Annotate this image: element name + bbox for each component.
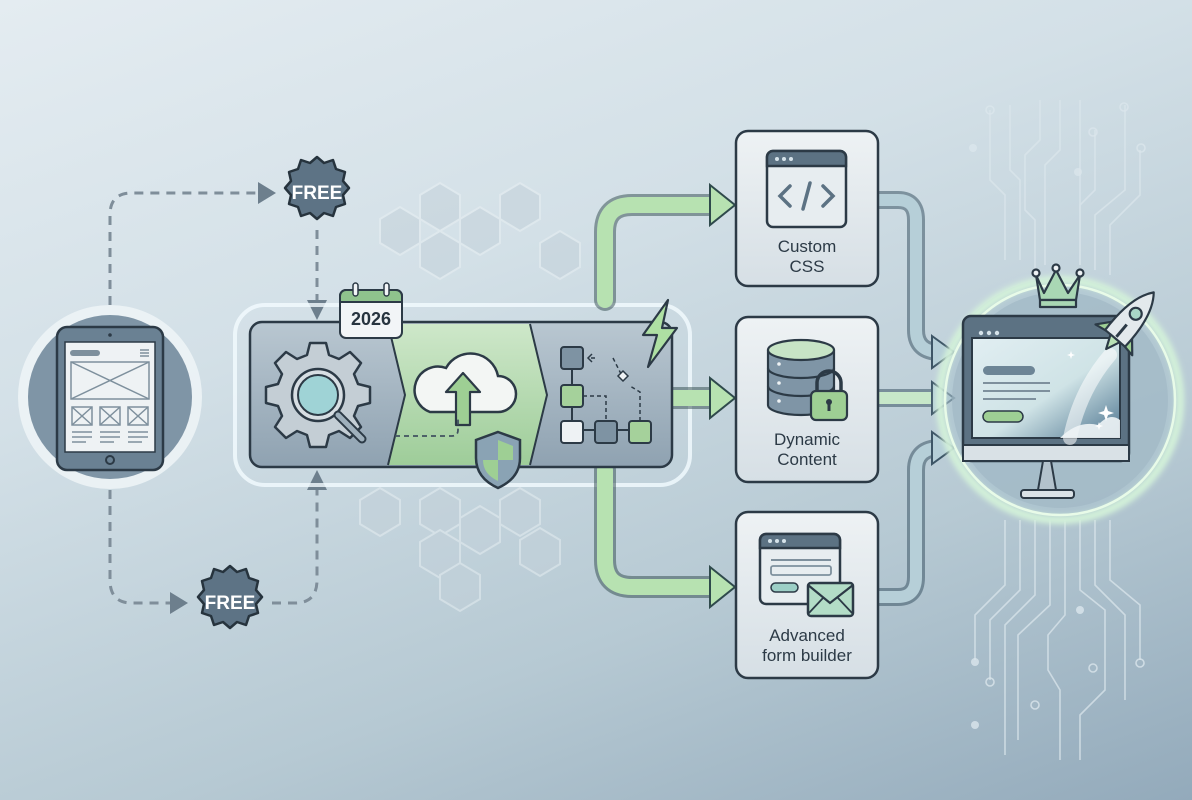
feature-card-form-builder bbox=[734, 510, 880, 680]
free-badge-top bbox=[283, 155, 351, 221]
tablet-wireframe-icon bbox=[18, 305, 202, 489]
feature-label-dynamic-content: Dynamic Content bbox=[737, 430, 877, 470]
flow-arrows-out bbox=[594, 194, 723, 598]
feature-card-custom-css bbox=[734, 129, 880, 288]
free-badge-bottom-label: FREE bbox=[204, 593, 256, 614]
feature-label-line2: form builder bbox=[762, 646, 852, 665]
rocket-icon bbox=[1094, 291, 1155, 357]
gear-magnifier-icon bbox=[264, 341, 372, 449]
lock-icon bbox=[809, 369, 849, 422]
feature-card-dynamic-content bbox=[734, 315, 880, 484]
crown-icon bbox=[1031, 263, 1085, 309]
flow-arrows-in bbox=[869, 191, 949, 606]
feature-label-line2: CSS bbox=[789, 257, 825, 276]
monitor-icon bbox=[961, 314, 1131, 499]
cloud-upload-icon bbox=[395, 352, 518, 437]
feature-label-form-builder: Advanced form builder bbox=[737, 626, 877, 666]
sparkle-icon bbox=[1067, 351, 1114, 430]
shield-icon bbox=[474, 430, 522, 490]
feature-label-line1: Dynamic bbox=[773, 430, 841, 449]
lightning-icon bbox=[641, 298, 679, 369]
calendar-year: 2026 bbox=[350, 309, 392, 329]
circuit-nodes bbox=[969, 102, 1146, 729]
feature-label-line1: Advanced bbox=[769, 626, 845, 645]
free-badge-bottom bbox=[196, 564, 264, 630]
free-badge-top-label: FREE bbox=[291, 183, 343, 204]
code-brackets-icon bbox=[777, 181, 836, 211]
feature-label-custom-css: Custom CSS bbox=[737, 237, 877, 277]
flow-arrowheads-out bbox=[709, 182, 737, 610]
flowchart-icon bbox=[560, 346, 652, 444]
envelope-icon bbox=[806, 581, 855, 618]
calendar-icon bbox=[339, 282, 403, 339]
feature-label-line2: Content bbox=[777, 450, 837, 469]
feature-label-line1: Custom bbox=[777, 237, 837, 256]
hexagon-pattern bbox=[359, 181, 581, 613]
circuit-lines bbox=[974, 100, 1141, 760]
dashed-free-paths bbox=[108, 191, 319, 605]
